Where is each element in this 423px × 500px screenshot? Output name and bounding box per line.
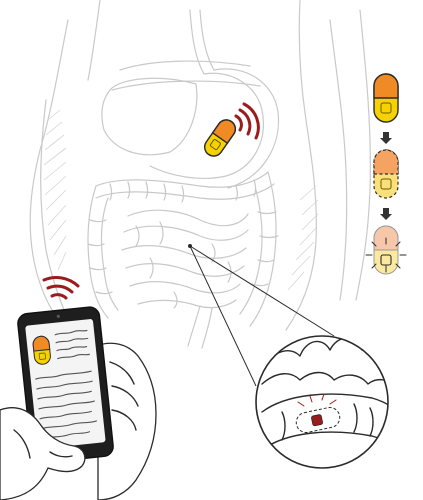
zoom-inset bbox=[255, 335, 389, 469]
digestive-tract bbox=[87, 9, 280, 349]
left-hand bbox=[0, 407, 86, 500]
torso-left-shoulder bbox=[87, 0, 101, 81]
phone-camera-icon bbox=[56, 314, 60, 318]
zoom-circle bbox=[255, 335, 389, 469]
rib-2 bbox=[111, 80, 261, 91]
liver bbox=[101, 77, 198, 156]
signal-waves-icon bbox=[42, 276, 80, 300]
capsule-chip-icon bbox=[209, 139, 221, 151]
sensor-chip-icon bbox=[311, 414, 323, 427]
capsule-cap bbox=[211, 119, 236, 145]
ascending-colon bbox=[87, 185, 109, 319]
glow-burst-icon bbox=[297, 393, 337, 407]
hands-holding-phone bbox=[0, 276, 157, 500]
stomach-capsule bbox=[203, 119, 237, 157]
screen-data-readout bbox=[35, 329, 98, 440]
arm-right-outer bbox=[355, 9, 371, 301]
intestine-wall-lower bbox=[261, 431, 388, 453]
arrow-down-icon bbox=[380, 132, 392, 144]
transverse-colon bbox=[95, 171, 269, 188]
small-intestine bbox=[121, 209, 249, 309]
dissolved-capsule-in-gut bbox=[295, 407, 341, 433]
arm-left-hatching bbox=[43, 109, 67, 271]
zoom-origin-dot bbox=[188, 244, 192, 248]
zoom-leader-lines bbox=[188, 244, 335, 387]
capsule-sequence-legend bbox=[365, 73, 407, 275]
rectum bbox=[187, 305, 201, 347]
right-hand bbox=[95, 342, 157, 500]
screen-capsule-icon bbox=[32, 335, 51, 365]
arm-right-hatching bbox=[287, 185, 319, 291]
capsule-dashed-icon bbox=[373, 149, 399, 199]
glow-burst-icon bbox=[365, 237, 407, 273]
arrow-down-icon bbox=[380, 208, 392, 220]
stomach bbox=[149, 72, 264, 179]
rib-1 bbox=[119, 60, 251, 71]
intestine-wall-upper bbox=[261, 393, 388, 415]
arm-left-inner bbox=[40, 99, 69, 321]
torso-left-edge bbox=[29, 19, 71, 331]
torso-right-edge bbox=[285, 0, 317, 331]
smartphone bbox=[17, 306, 114, 464]
capsule-icon bbox=[373, 73, 399, 123]
esophagus bbox=[189, 9, 205, 75]
signal-waves-icon bbox=[234, 102, 260, 140]
body-silhouette bbox=[29, 0, 371, 331]
arm-right-edge bbox=[329, 19, 348, 301]
